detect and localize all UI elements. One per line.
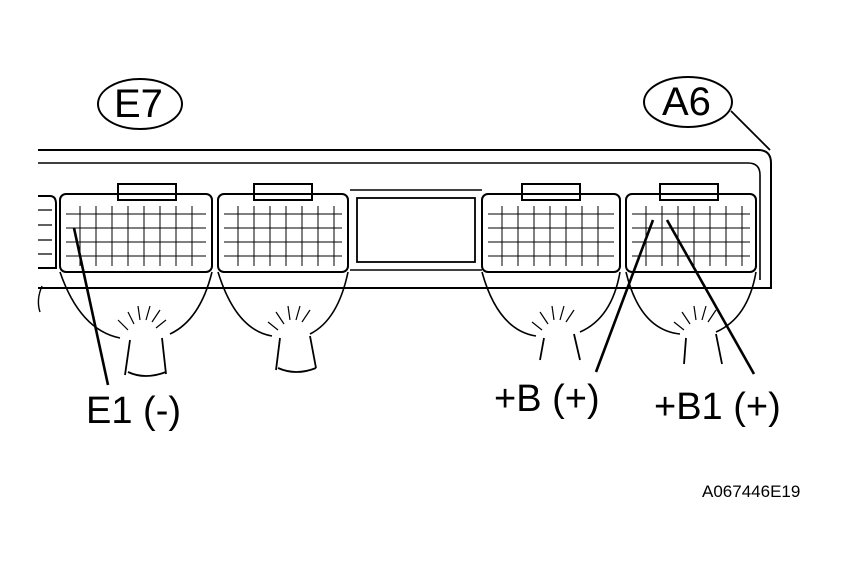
e7-callout-oval	[97, 78, 183, 130]
ecu-housing	[38, 149, 772, 289]
a6-callout-oval	[643, 76, 733, 128]
e7-tag: E7	[114, 82, 163, 126]
b-label: +B (+)	[494, 378, 600, 420]
figure-code: A067446E19	[702, 482, 801, 501]
b1-leader	[665, 219, 756, 375]
a6-leader	[730, 110, 771, 151]
e1-leader	[72, 227, 110, 386]
a6-tag: A6	[662, 80, 711, 124]
ecu-inner-rim	[38, 162, 761, 280]
connector-3	[481, 183, 621, 361]
connector-left-partial	[37, 195, 57, 313]
connector-1	[59, 183, 213, 377]
b-leader	[594, 219, 655, 373]
connector-4	[625, 183, 757, 365]
b1-label: +B1 (+)	[654, 386, 781, 428]
connector-2	[217, 183, 349, 373]
center-window	[356, 197, 476, 263]
e1-label: E1 (-)	[86, 390, 181, 432]
